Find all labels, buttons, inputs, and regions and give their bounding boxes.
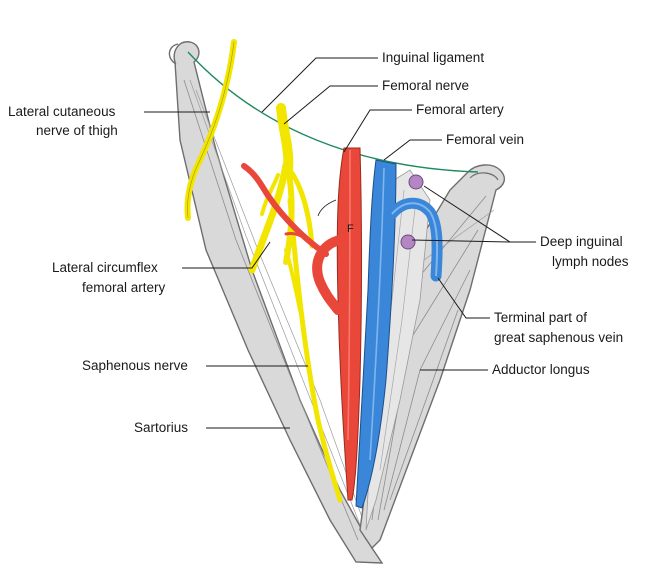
femoral-canal-marker: F <box>347 223 354 235</box>
femoral-artery <box>337 148 361 500</box>
label-femoral-artery: Femoral artery <box>416 102 504 117</box>
label-deep-inguinal-line1: Deep inguinal <box>540 234 623 249</box>
lymph-node-upper <box>409 175 423 189</box>
label-deep-inguinal-line2: lymph nodes <box>552 254 629 269</box>
label-lateral-cutaneous-line1: Lateral cutaneous <box>8 104 116 119</box>
label-lateral-cutaneous-line2: nerve of thigh <box>36 123 118 138</box>
label-femoral-nerve: Femoral nerve <box>382 78 469 93</box>
label-saphenous-nerve: Saphenous nerve <box>82 358 188 373</box>
lymph-node-lower <box>401 235 415 249</box>
label-femoral-vein: Femoral vein <box>446 132 524 147</box>
label-lateral-circumflex-line1: Lateral circumflex <box>52 260 158 275</box>
label-sartorius: Sartorius <box>134 420 188 435</box>
label-inguinal-ligament: Inguinal ligament <box>382 50 484 65</box>
label-terminal-part-line1: Terminal part of <box>494 310 587 325</box>
label-adductor-longus: Adductor longus <box>492 362 590 377</box>
femoral-nerve <box>252 108 312 310</box>
label-lateral-circumflex-line2: femoral artery <box>82 280 166 295</box>
label-terminal-part-line2: great saphenous vein <box>494 330 623 345</box>
